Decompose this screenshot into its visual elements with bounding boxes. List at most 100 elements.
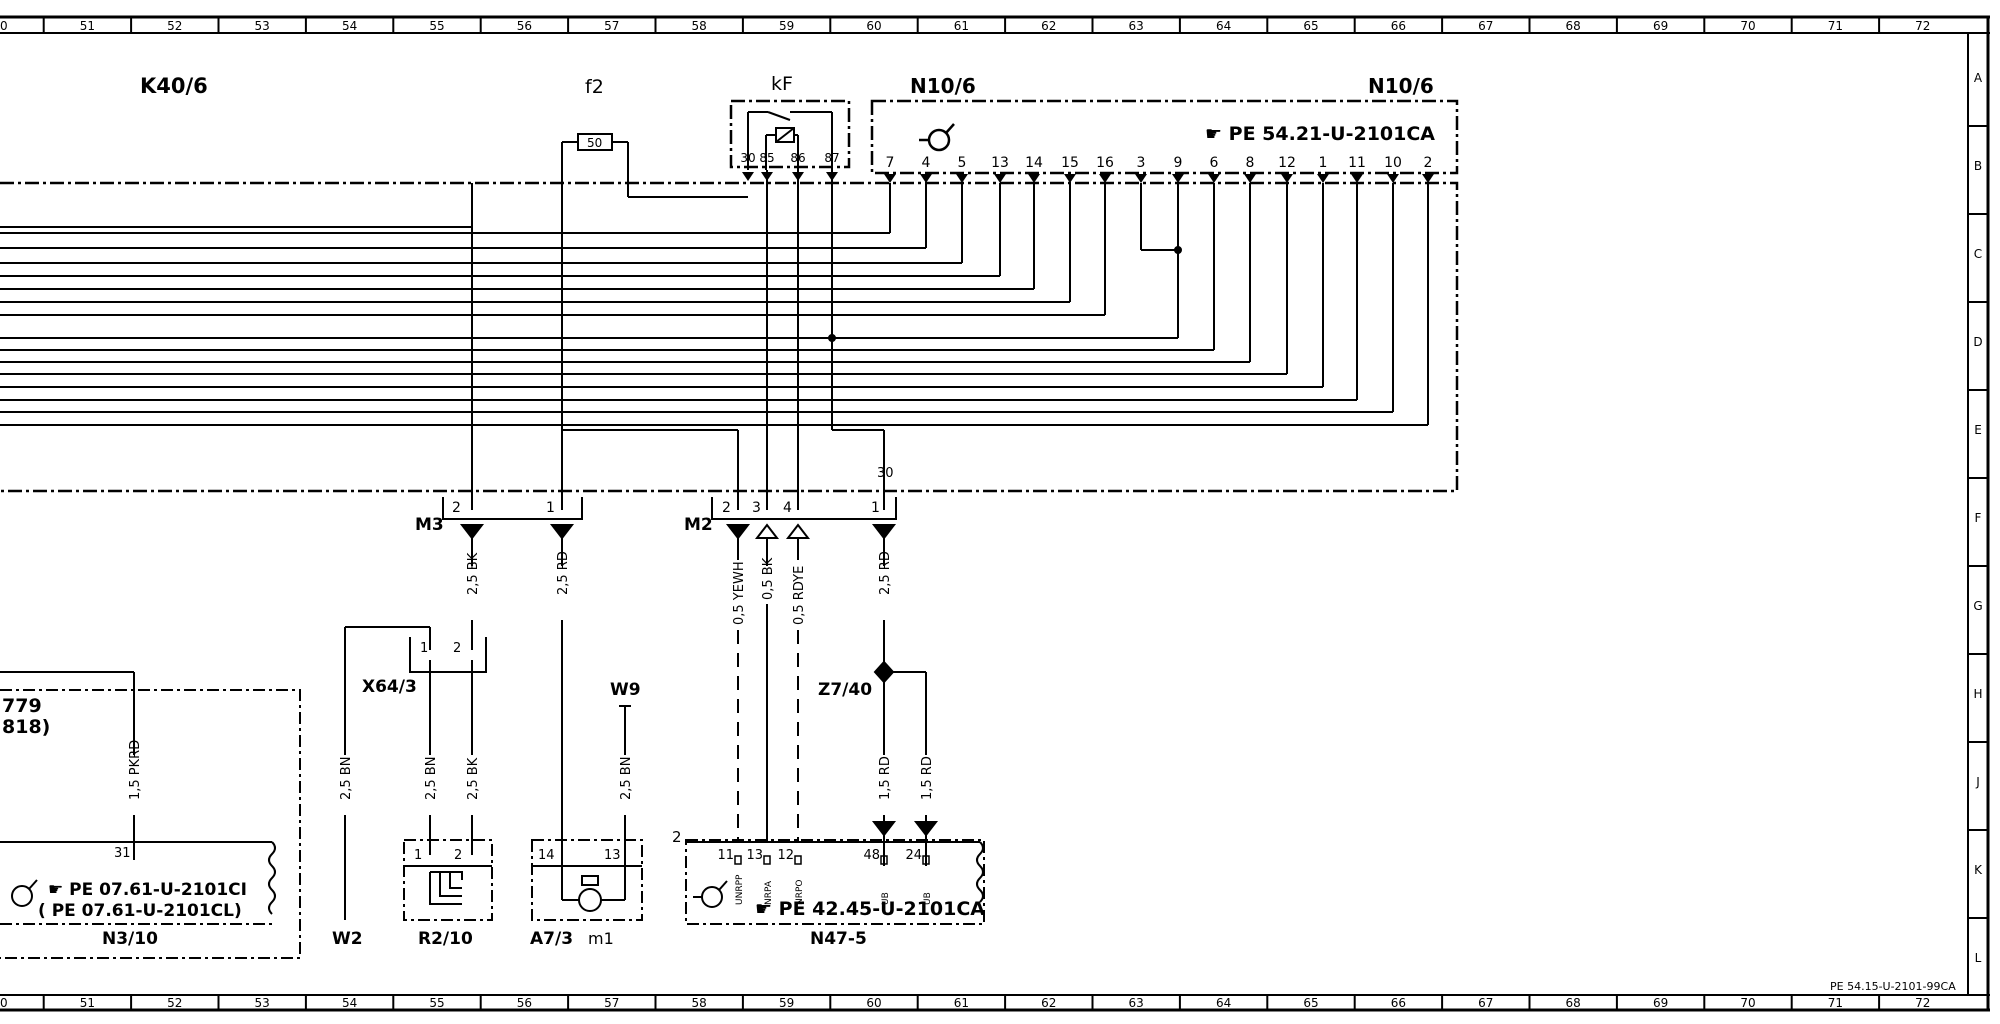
- relay-kf-box: [729, 99, 851, 169]
- grid-column-label: 63: [1129, 19, 1144, 33]
- grid-column-label: 68: [1566, 996, 1581, 1010]
- pin-arrow: [1028, 174, 1040, 183]
- grid-column-label: 66: [1391, 19, 1406, 33]
- grid-column-label: 63: [1129, 996, 1144, 1010]
- wire-label-bk25: 2,5 BK: [466, 552, 481, 595]
- wire-label-rd25: 2,5 RD: [556, 551, 571, 595]
- m2-pin3: 3: [752, 500, 761, 516]
- grid-column-label: 50: [0, 996, 8, 1010]
- label-w9: W9: [610, 680, 641, 700]
- grid-row-label: A: [1974, 71, 1983, 85]
- grid-column-label: 69: [1653, 19, 1668, 33]
- label-n3-779: 779: [2, 695, 42, 717]
- n10-6-pin: 14: [1025, 155, 1043, 171]
- label-r2-10: R2/10: [418, 929, 473, 949]
- n10-6-reference: ☛ PE 54.21-U-2101CA: [1205, 123, 1435, 145]
- n10-6-pin: 5: [958, 155, 967, 171]
- pin-arrow: [920, 174, 932, 183]
- grid-column-label: 61: [954, 19, 969, 33]
- grid-row-label: B: [1974, 159, 1982, 173]
- grid-column-label: 52: [167, 996, 182, 1010]
- grid-column-label: 71: [1828, 19, 1843, 33]
- label-n3-818: 818): [2, 716, 50, 738]
- grid-column-label: 61: [954, 996, 969, 1010]
- grid-row-label: J: [1975, 775, 1980, 789]
- connector-x64-3: [344, 626, 487, 920]
- label-m2: M2: [684, 515, 713, 535]
- grid-column-label: 53: [255, 996, 270, 1010]
- pin-arrow: [1317, 174, 1329, 183]
- n47-5-signal: UNRPP: [735, 874, 745, 905]
- label-kf: kF: [771, 73, 793, 95]
- grid-row-label: D: [1973, 335, 1982, 349]
- pin-terminal: [763, 855, 771, 865]
- label-k40-6: K40/6: [140, 74, 208, 98]
- grid-column-label: 65: [1303, 19, 1318, 33]
- grid-column-label: 50: [0, 19, 8, 33]
- splice-dot: [1174, 246, 1182, 254]
- m2-pin2: 2: [722, 500, 731, 516]
- grid-column-labels-top: 5051525354555657585960616263646566676869…: [0, 17, 1930, 33]
- grid-row-label: K: [1974, 863, 1983, 877]
- pin-terminal: [880, 855, 888, 865]
- label-w2: W2: [332, 929, 363, 949]
- relay-kf-pin: 86: [790, 151, 805, 165]
- n10-6-pin: 8: [1246, 155, 1255, 171]
- pin-terminal: [922, 855, 930, 865]
- n10-6-pin: 9: [1174, 155, 1183, 171]
- label-a7-3: A7/3: [530, 929, 573, 949]
- label-n10-6-b: N10/6: [1368, 74, 1434, 98]
- label-n10-6-a: N10/6: [910, 74, 976, 98]
- wire-label-rdye: 0,5 RDYE: [792, 566, 807, 625]
- grid-column-label: 56: [517, 19, 532, 33]
- n10-6-pin: 2: [1424, 155, 1433, 171]
- pump-a7-3: [531, 705, 643, 921]
- wire-label-bn-r2: 2,5 BN: [424, 757, 439, 800]
- x64-pin2: 2: [453, 641, 461, 656]
- wire-label-rd25-b: 2,5 RD: [878, 551, 893, 595]
- wire-label-rd15-b: 1,5 RD: [920, 756, 935, 800]
- n10-6-pin: 4: [922, 155, 931, 171]
- wire-label-bn-w2: 2,5 BN: [339, 757, 354, 800]
- grid-column-label: 67: [1478, 996, 1493, 1010]
- n10-6-module-box: [0, 181, 1459, 493]
- grid-column-label: 62: [1041, 19, 1056, 33]
- a7-pin14: 14: [538, 848, 555, 863]
- label-m1: m1: [588, 929, 614, 948]
- grid-column-label: 55: [429, 996, 444, 1010]
- drawing-reference: PE 54.15-U-2101-99CA: [1830, 980, 1956, 993]
- pin-arrow: [1208, 174, 1220, 183]
- grid-column-label: 65: [1303, 996, 1318, 1010]
- relay-kf-pin: 85: [759, 151, 774, 165]
- grid-column-label: 54: [342, 996, 357, 1010]
- n3-reference-2: ( PE 07.61-U-2101CL): [38, 901, 242, 921]
- pin-arrow: [956, 174, 968, 183]
- label-m3: M3: [415, 515, 444, 535]
- relay-kf-symbol: [747, 111, 833, 170]
- grid-column-label: 52: [167, 19, 182, 33]
- x64-pin1: 1: [420, 641, 428, 656]
- n47-5-pin: 48: [863, 848, 880, 863]
- pin-arrow: [1244, 174, 1256, 183]
- wire-label-rd15-a: 1,5 RD: [878, 756, 893, 800]
- pin-arrow: [1387, 174, 1399, 183]
- grid-column-label: 70: [1740, 996, 1755, 1010]
- n3-reference-1: ☛ PE 07.61-U-2101CI: [48, 880, 247, 900]
- grid-column-label: 57: [604, 996, 619, 1010]
- wire-label-yewh: 0,5 YEWH: [732, 561, 747, 625]
- grid-column-label: 69: [1653, 996, 1668, 1010]
- lower-wires: [471, 538, 885, 866]
- grid-row-label: H: [1973, 687, 1982, 701]
- grid-row-label: C: [1974, 247, 1982, 261]
- m2-pin1: 1: [871, 500, 880, 516]
- pin-terminal: [734, 855, 742, 865]
- relay-kf-pin: 30: [740, 151, 755, 165]
- n47-5-pin: 24: [905, 848, 922, 863]
- wire-label-bn-w9: 2,5 BN: [619, 757, 634, 800]
- pin-arrow: [884, 174, 896, 183]
- grid-column-label: 51: [80, 19, 95, 33]
- n10-6-control-unit-icon: [919, 123, 955, 152]
- pin-terminal: [794, 855, 802, 865]
